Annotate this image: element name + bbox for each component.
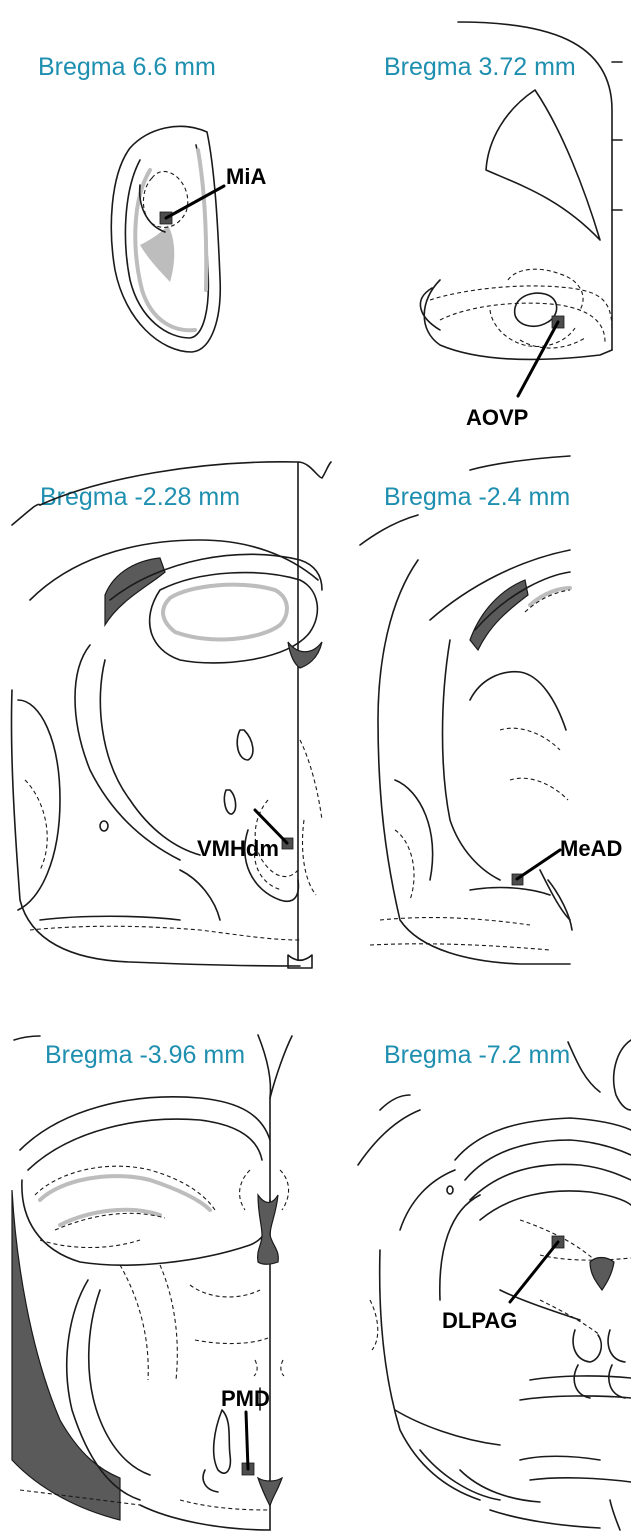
panel-bregma-2-4: Bregma -2.4 mm MeAD (360, 456, 622, 964)
bregma-label-6: Bregma -7.2 mm (384, 1041, 570, 1069)
bregma-label-4: Bregma -2.4 mm (384, 483, 570, 511)
bregma-label-3: Bregma -2.28 mm (40, 483, 240, 511)
region-label-pmd: PMD (221, 1386, 270, 1411)
bregma-label-5: Bregma -3.96 mm (45, 1041, 245, 1069)
region-label-mia: MiA (226, 164, 266, 189)
bregma-label-2: Bregma 3.72 mm (384, 53, 576, 81)
panel-bregma-7-2: Bregma -7.2 mm DLPAG (358, 1040, 631, 1530)
region-label-vmhdm: VMHdm (197, 836, 279, 861)
panel-bregma-3-72: Bregma 3.72 mm AOVP (384, 22, 622, 430)
region-label-aovp: AOVP (466, 405, 528, 430)
region-label-mead: MeAD (560, 836, 622, 861)
panel-bregma-3-96: Bregma -3.96 mm PMD (12, 1035, 292, 1530)
bregma-label-1: Bregma 6.6 mm (38, 53, 216, 81)
panel-bregma-2-28: Bregma -2.28 mm VMHdm (11, 462, 331, 968)
region-label-dlpag: DLPAG (442, 1308, 517, 1333)
panel-bregma-6-6: Bregma 6.6 mm MiA (38, 53, 266, 352)
